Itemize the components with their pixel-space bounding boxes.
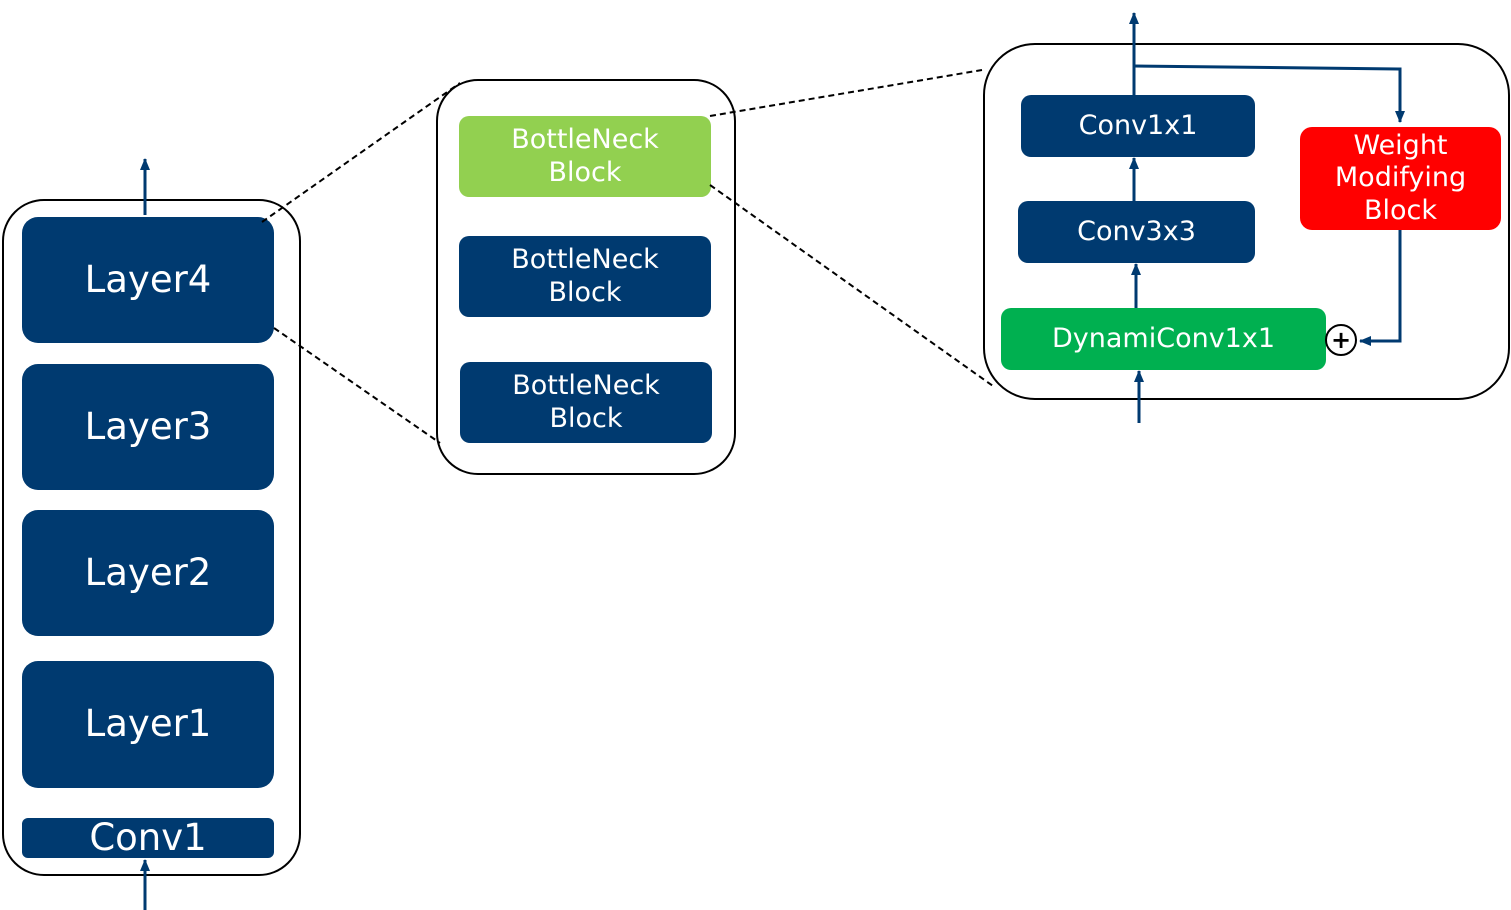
zoom-line-bottom <box>273 327 441 444</box>
add-operator: + <box>1325 324 1357 356</box>
layer2-block: Layer2 <box>22 510 274 636</box>
conv1-block: Conv1 <box>22 816 274 859</box>
layer1-block: Layer1 <box>22 661 274 788</box>
dynamic-conv1x1-block: DynamiConv1x1 <box>1001 308 1326 370</box>
bottleneck-block-highlighted: BottleNeck Block <box>459 116 711 197</box>
weight-feedback-arrow <box>1359 230 1402 346</box>
bottleneck-block: BottleNeck Block <box>460 362 712 443</box>
conv3x3-block: Conv3x3 <box>1018 201 1255 263</box>
zoom-line-top <box>261 82 461 223</box>
layer4-block: Layer4 <box>22 217 274 343</box>
branch-to-weight-block <box>1133 64 1405 123</box>
layer3-block: Layer3 <box>22 364 274 490</box>
weight-modifying-block: Weight Modifying Block <box>1300 127 1501 230</box>
conv1x1-block: Conv1x1 <box>1021 95 1255 157</box>
zoom-line-top <box>709 69 983 117</box>
zoom-line-bottom <box>709 184 994 387</box>
bottleneck-block: BottleNeck Block <box>459 236 711 317</box>
